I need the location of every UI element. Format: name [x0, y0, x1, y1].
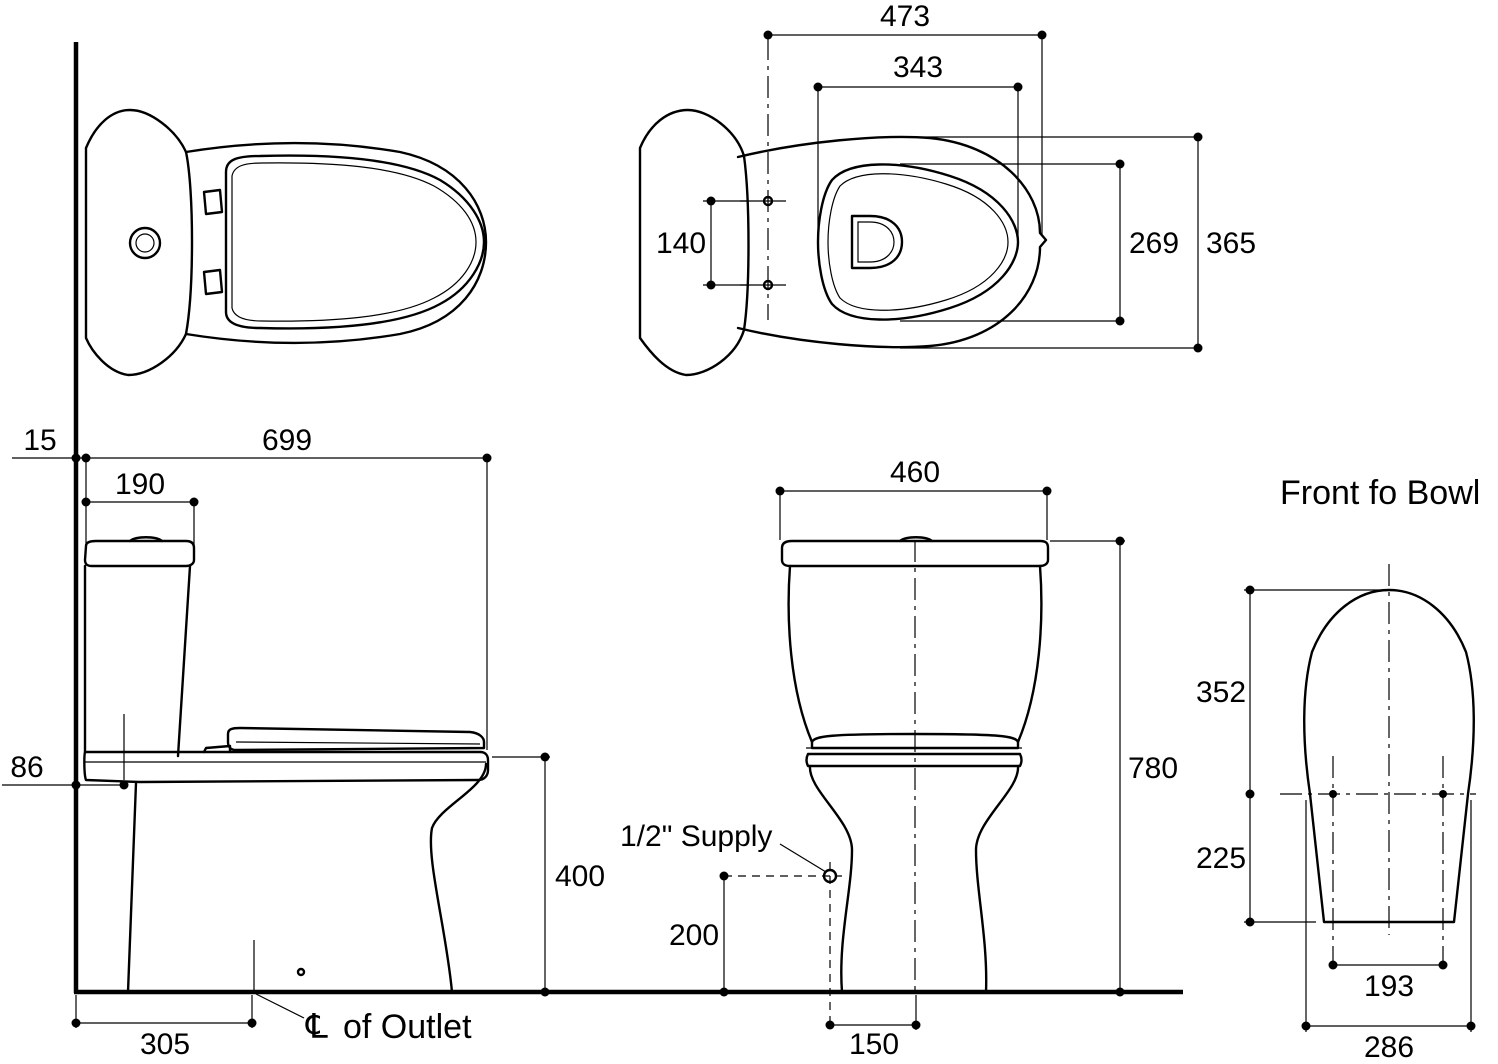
supply-label: 1/2" Supply: [620, 820, 772, 853]
tank-body-front: [787, 564, 1043, 744]
dim-365: 365: [900, 132, 1256, 353]
dim-140: 140: [656, 196, 748, 290]
tank-lid-side: [83, 539, 196, 568]
outlet-symbol: ℄: [305, 1008, 328, 1046]
pedestal-side: [126, 762, 488, 994]
dim-label-343: 343: [893, 51, 943, 84]
flush-button-inner: [135, 233, 155, 253]
seat-side: [226, 726, 486, 752]
flush-button-side: [128, 536, 164, 543]
dim-193: 193: [1328, 960, 1448, 1003]
drain-opening-icon: [850, 214, 904, 270]
bowl-opening-inner: [827, 173, 1009, 311]
dim-699: 699: [76, 424, 492, 750]
hinge-icon-upper: [202, 188, 224, 216]
dim-225: 225: [1196, 794, 1316, 927]
tank-lid-front: [780, 539, 1050, 568]
seat-line: [235, 741, 481, 745]
dim-label-269: 269: [1129, 227, 1179, 260]
dim-label-352: 352: [1196, 676, 1246, 709]
side-hole-icon: [296, 967, 306, 977]
dim-150: 150: [825, 995, 921, 1061]
dim-200: 200: [669, 871, 729, 997]
dim-label-286: 286: [1364, 1031, 1414, 1064]
dim-label-150: 150: [849, 1028, 899, 1061]
flush-button-front: [898, 536, 934, 543]
dim-460: 460: [775, 456, 1052, 540]
dim-label-780: 780: [1128, 752, 1178, 785]
tank-body-side: [83, 564, 192, 758]
supply-leader: [779, 843, 827, 873]
dim-780: 780: [1050, 536, 1178, 997]
outlet-label: of Outlet: [343, 1008, 472, 1046]
top-view-open-bowl: [638, 38, 1048, 377]
dim-label-140: 140: [656, 227, 706, 260]
dim-286: 286: [1301, 800, 1476, 1064]
bowl-outer-top: [736, 135, 1048, 349]
front-view: [724, 536, 1050, 1030]
dim-label-190: 190: [115, 468, 165, 501]
dim-473: 473: [763, 0, 1047, 235]
bowl-rim-front: [805, 752, 1023, 768]
bowl-outline-top: [184, 141, 488, 345]
flush-button-icon: [128, 226, 162, 260]
dim-label-15: 15: [23, 424, 56, 457]
tank-outline-top: [638, 108, 750, 377]
dim-343: 343: [813, 51, 1023, 240]
seat-lid-inner: [231, 162, 477, 322]
dim-352: 352: [1196, 585, 1390, 799]
bowl-opening-outer: [816, 163, 1020, 321]
front-of-bowl-title: Front fo Bowl: [1280, 474, 1480, 512]
dim-label-225: 225: [1196, 842, 1246, 875]
bowl-rim-side: [83, 750, 490, 784]
seat-hinge-side: [202, 744, 232, 754]
dim-label-365: 365: [1206, 227, 1256, 260]
side-view: [83, 536, 490, 994]
dim-15: 15: [12, 424, 81, 463]
dim-label-193: 193: [1364, 970, 1414, 1003]
dim-269: 269: [900, 159, 1179, 326]
dim-label-699: 699: [262, 424, 312, 457]
drain-inner: [857, 221, 895, 263]
front-of-bowl-view: [1280, 564, 1476, 972]
top-view-closed-seat: [84, 108, 488, 377]
dim-305: 305: [71, 995, 257, 1061]
seat-lid-outer: [224, 154, 486, 330]
pedestal-front: [808, 764, 1020, 994]
dim-86: 86: [2, 751, 129, 790]
hinge-icon-lower: [202, 268, 224, 296]
dim-label-305: 305: [140, 1028, 190, 1061]
tank-lid-outline: [84, 108, 194, 377]
outlet-leader: [255, 993, 305, 1019]
dim-label-200: 200: [669, 919, 719, 952]
dim-label-460: 460: [890, 456, 940, 489]
dim-190: 190: [81, 458, 199, 545]
dim-label-400: 400: [555, 860, 605, 893]
dim-400: 400: [492, 752, 605, 997]
dim-label-473: 473: [880, 0, 930, 33]
dim-label-86: 86: [10, 751, 43, 784]
seat-front: [810, 732, 1020, 750]
